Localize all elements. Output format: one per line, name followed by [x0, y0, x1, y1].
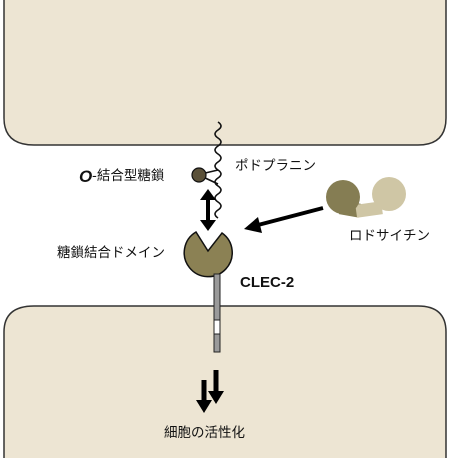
- signal-arrow-right-head: [208, 391, 224, 404]
- upper-cell: [3, 0, 447, 146]
- rhodocytin-arrow-head: [244, 217, 262, 233]
- rhodocytin-label: ロドサイチン: [349, 228, 430, 244]
- rhodocytin-stem-light: [355, 201, 383, 218]
- clec2-stalk-upper: [213, 273, 221, 321]
- lower-cell: [3, 305, 447, 458]
- double-arrow-head-down: [200, 220, 216, 231]
- podoplanin-label: ポドプラニン: [235, 158, 316, 174]
- o-glycan-label: -結合型糖鎖: [92, 168, 165, 184]
- double-arrow-head-up: [200, 189, 216, 200]
- o-glycan-dot: [191, 167, 207, 183]
- cell-activation-label: 細胞の活性化: [164, 425, 245, 441]
- clec2-transmembrane: [213, 319, 221, 335]
- glycan-binding-domain-label: 糖鎖結合ドメイン: [57, 245, 165, 261]
- clec2-stalk-lower: [213, 333, 221, 353]
- o-glycan-label-prefix: O: [79, 167, 92, 186]
- signal-arrow-left-head: [196, 400, 212, 413]
- rhodocytin-subunit-light: [372, 177, 406, 211]
- rhodocytin-subunit-dark: [326, 180, 360, 214]
- rhodocytin-arrow-shaft: [257, 206, 324, 227]
- clec2-glycan-binding-domain: [183, 230, 233, 278]
- clec2-label: CLEC-2: [240, 274, 294, 291]
